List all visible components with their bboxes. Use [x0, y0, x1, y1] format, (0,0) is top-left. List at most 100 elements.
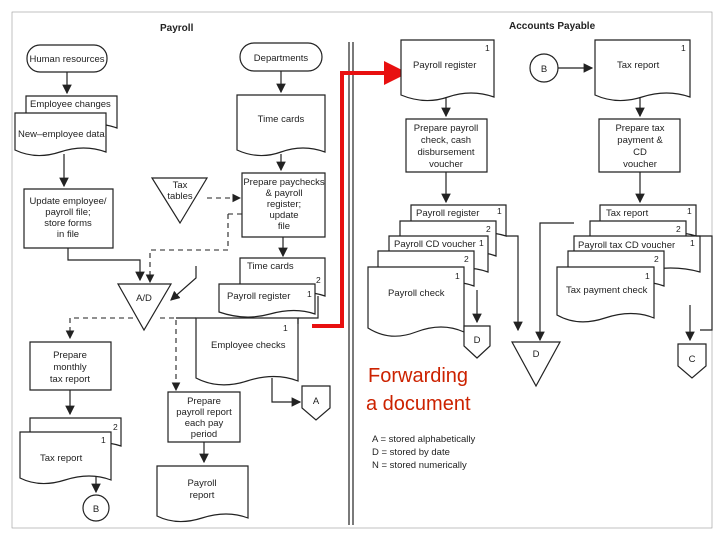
label-update-3: store forms	[44, 218, 92, 229]
label-human-resources: Human resources	[30, 54, 105, 65]
num-atcd-2: 2	[654, 254, 659, 264]
label-prep-pay-3: register;	[267, 199, 301, 210]
doc-ap-payroll-check	[367, 266, 465, 337]
num-pr-1: 1	[307, 289, 312, 299]
label-time-cards: Time cards	[258, 114, 305, 125]
num-atr-1: 1	[681, 43, 686, 53]
label-pt-4: voucher	[623, 159, 657, 170]
annotation-forwarding: Forwarding	[368, 365, 468, 387]
label-ap-tax-payment-check: Tax payment check	[566, 285, 648, 296]
label-pc-4: voucher	[429, 159, 463, 170]
num-aprs-1: 1	[497, 206, 502, 216]
file-tax-tables	[150, 177, 209, 225]
label-ap-d1: D	[474, 335, 481, 346]
label-ap-tax-cd-voucher: Payroll tax CD voucher	[578, 240, 675, 251]
annotation-a-document: a document	[366, 393, 471, 415]
label-connector-b: B	[93, 504, 99, 515]
process-prepare-paychecks	[241, 172, 326, 238]
forwarding-arrow	[312, 61, 408, 328]
label-new-employee-data: New–employee data	[18, 129, 105, 140]
label-ap-payroll-check: Payroll check	[388, 288, 445, 299]
label-ap-connector-b: B	[541, 64, 547, 75]
label-employee-checks: Employee checks	[211, 340, 286, 351]
label-pt-2: payment &	[617, 135, 663, 146]
num-acd-1: 1	[479, 238, 484, 248]
legend-d: D = stored by date	[372, 447, 450, 458]
header-accounts-payable: Accounts Payable	[509, 21, 596, 32]
label-employee-changes: Employee changes	[30, 99, 111, 110]
label-prep-pay-4: update	[269, 210, 298, 221]
file-ap-d1	[463, 325, 491, 359]
label-payroll-report-2: report	[190, 490, 215, 501]
connector-a	[301, 385, 331, 421]
num-apc-1: 1	[455, 271, 460, 281]
num-atro-2: 2	[676, 224, 681, 234]
doc-ap-tax-report	[594, 39, 691, 102]
num-atpc-1: 1	[645, 271, 650, 281]
label-tax: Tax	[173, 180, 188, 191]
label-tax-report: Tax report	[40, 453, 83, 464]
doc-payroll-register-out	[218, 283, 316, 318]
num-ec-1: 1	[283, 323, 288, 333]
label-prep-pay-2: & payroll	[266, 188, 303, 199]
label-pc-2: check, cash	[421, 135, 471, 146]
label-ap-tax-report-out: Tax report	[606, 208, 649, 219]
legend-n: N = stored numerically	[372, 460, 467, 471]
label-prep-pay-1: Prepare paychecks	[243, 177, 325, 188]
file-ap-d2	[510, 341, 562, 388]
label-departments: Departments	[254, 53, 309, 64]
label-ap-d2: D	[533, 349, 540, 360]
doc-payroll-report	[156, 465, 249, 523]
label-ap-cd-voucher: Payroll CD voucher	[394, 239, 476, 250]
num-aprs-2: 2	[486, 224, 491, 234]
doc-tax-report	[19, 431, 112, 485]
num-acd-2: 2	[464, 254, 469, 264]
label-pc-3: disbursement	[417, 147, 474, 158]
label-time-cards-out: Time cards	[247, 261, 294, 272]
process-prepare-payroll-check	[405, 118, 488, 173]
label-pc-1: Prepare payroll	[414, 123, 478, 134]
process-prepare-payroll-report	[167, 391, 241, 443]
label-pt-3: CD	[633, 147, 647, 158]
doc-ap-tax-payment-check	[556, 266, 655, 323]
file-ad	[116, 283, 173, 332]
label-pr-1: Prepare	[187, 396, 221, 407]
doc-new-employee-data	[14, 112, 107, 157]
doc-ap-payroll-register	[400, 39, 495, 102]
num-tc-2: 2	[316, 275, 321, 285]
label-update-4: in file	[57, 229, 79, 240]
num-apr-1: 1	[485, 43, 490, 53]
num-tr-1: 1	[101, 435, 106, 445]
label-connector-a: A	[313, 396, 320, 407]
label-pt-1: Prepare tax	[615, 123, 664, 134]
label-pr-2: payroll report	[176, 407, 232, 418]
num-atcd-1: 1	[690, 238, 695, 248]
process-prepare-tax-payment	[598, 118, 681, 173]
label-prep-pay-5: file	[278, 221, 290, 232]
connector-b	[82, 494, 110, 522]
header-payroll: Payroll	[160, 23, 194, 34]
label-monthly-1: Prepare	[53, 350, 87, 361]
label-ap-pr-register: Payroll register	[416, 208, 479, 219]
doc-employee-checks	[195, 317, 299, 386]
num-tr-2: 2	[113, 422, 118, 432]
doc-time-cards	[236, 94, 326, 157]
label-tables: tables	[167, 191, 193, 202]
label-monthly-2: monthly	[53, 362, 87, 373]
label-monthly-3: tax report	[50, 374, 90, 385]
process-prepare-monthly	[29, 341, 112, 391]
label-update-1: Update employee/	[29, 196, 106, 207]
label-pr-3: each pay	[185, 418, 224, 429]
legend-a: A = stored alphabetically	[372, 434, 475, 445]
process-update-employee-file	[23, 188, 114, 249]
label-payroll-register-out: Payroll register	[227, 291, 290, 302]
num-atro-1: 1	[687, 206, 692, 216]
label-ap-payroll-register: Payroll register	[413, 60, 476, 71]
label-update-2: payroll file;	[45, 207, 90, 218]
label-payroll-report-1: Payroll	[187, 478, 216, 489]
label-ad: A/D	[136, 293, 152, 304]
label-pr-4: period	[191, 429, 217, 440]
connector-c	[677, 343, 707, 379]
label-connector-c: C	[689, 354, 696, 365]
